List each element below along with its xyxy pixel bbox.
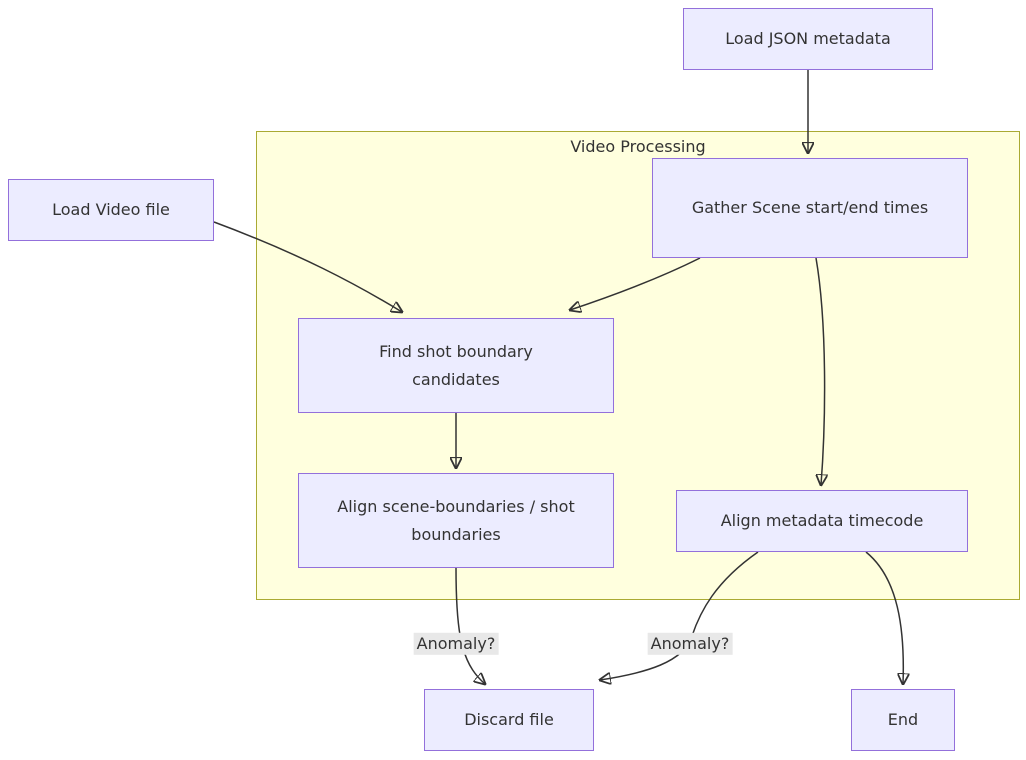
node-find-shot-boundary: Find shot boundary candidates	[298, 318, 614, 413]
edge-gather-scene-to-align-metadata	[816, 257, 825, 485]
edge-load-video-to-find-shot	[213, 221, 402, 312]
node-load-video-file: Load Video file	[8, 179, 214, 241]
node-label: Gather Scene start/end times	[691, 198, 929, 217]
node-label: Align metadata timecode	[720, 511, 924, 530]
node-label: Load Video file	[52, 200, 170, 219]
node-load-json-metadata: Load JSON metadata	[683, 8, 933, 70]
edge-align-scene-to-discard	[455, 567, 485, 684]
edge-label-anomaly-metadata: Anomaly?	[647, 632, 733, 656]
edge-align-metadata-to-end	[865, 551, 903, 684]
node-label: Load JSON metadata	[725, 29, 891, 48]
node-align-scene-boundaries: Align scene-boundaries / shot boundaries	[298, 473, 614, 568]
node-end: End	[851, 689, 955, 751]
edge-align-metadata-to-discard	[600, 551, 759, 680]
node-discard-file: Discard file	[424, 689, 594, 751]
subgraph-title: Video Processing	[570, 137, 706, 156]
node-label: Align scene-boundaries / shot boundaries	[337, 496, 575, 544]
edge-gather-scene-to-find-shot	[570, 257, 701, 310]
node-align-metadata-timecode: Align metadata timecode	[676, 490, 968, 552]
node-label: End	[887, 710, 919, 729]
node-gather-scene-times: Gather Scene start/end times	[652, 158, 968, 258]
node-label: Find shot boundary candidates	[379, 341, 533, 389]
edge-label-anomaly-shot: Anomaly?	[413, 632, 499, 656]
node-label: Discard file	[464, 710, 554, 729]
